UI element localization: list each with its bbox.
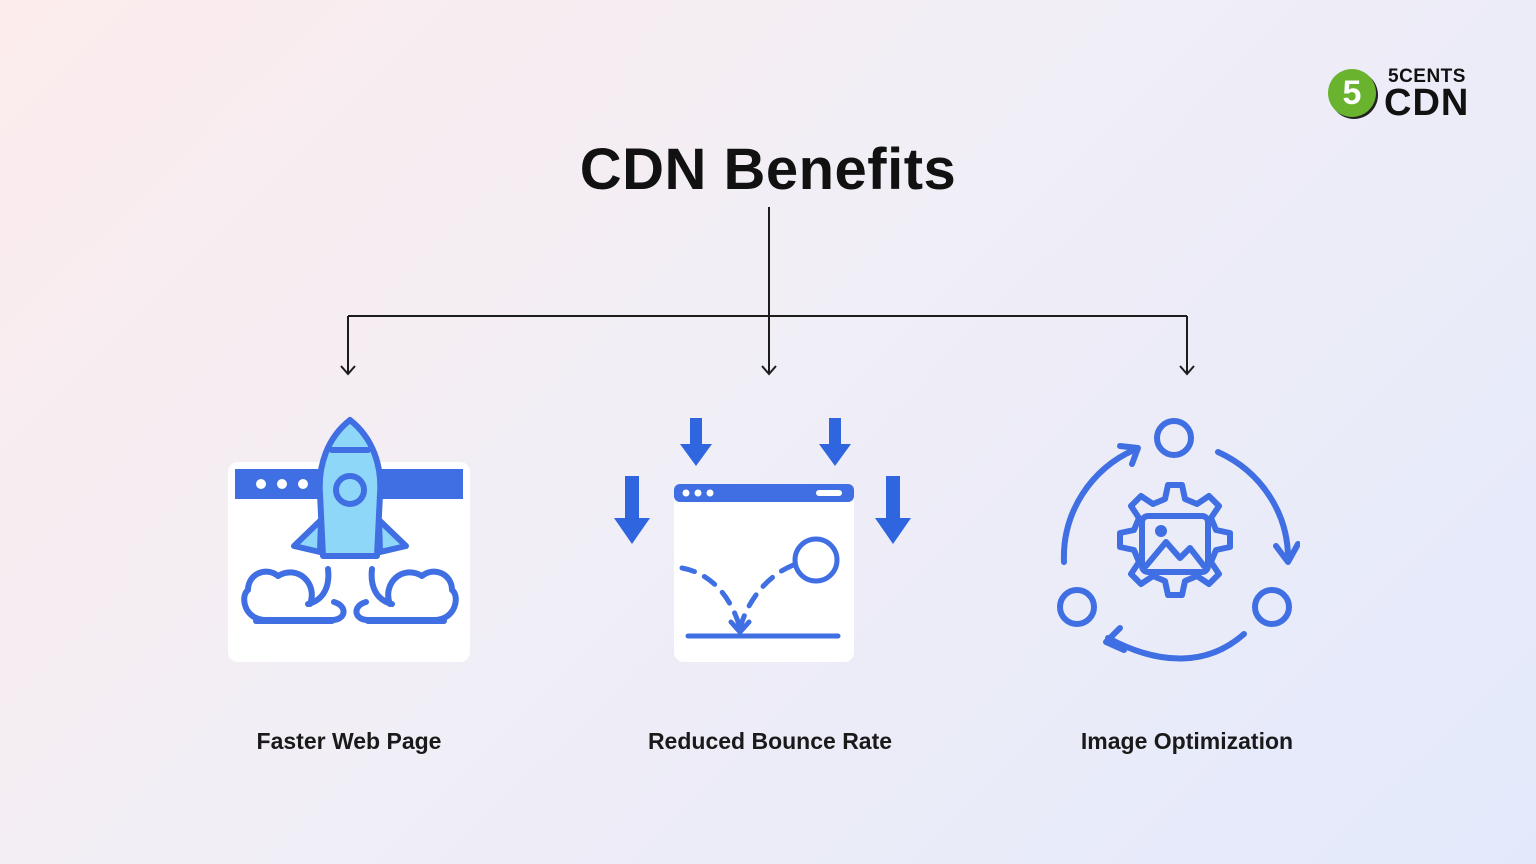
arrowhead-center (761, 365, 777, 376)
arrowhead-left (340, 365, 356, 376)
bounce-rate-icon (614, 418, 911, 662)
rocket-launch-icon (228, 417, 470, 662)
arrowhead-right (1179, 365, 1195, 376)
benefit-label-image-optimization: Image Optimization (1080, 728, 1294, 754)
brand-logo: 5 5CENTS CDN (1326, 64, 1476, 124)
logo-bottom-text: CDN (1384, 82, 1470, 124)
benefit-label-faster-web-page: Faster Web Page (256, 728, 442, 754)
logo-badge: 5 (1328, 69, 1376, 117)
image-optimization-icon (1057, 418, 1300, 662)
diagram-title: CDN Benefits (579, 137, 957, 202)
logo-top-text: 5CENTS (1388, 66, 1466, 87)
benefit-label-reduced-bounce-rate: Reduced Bounce Rate (647, 728, 893, 754)
